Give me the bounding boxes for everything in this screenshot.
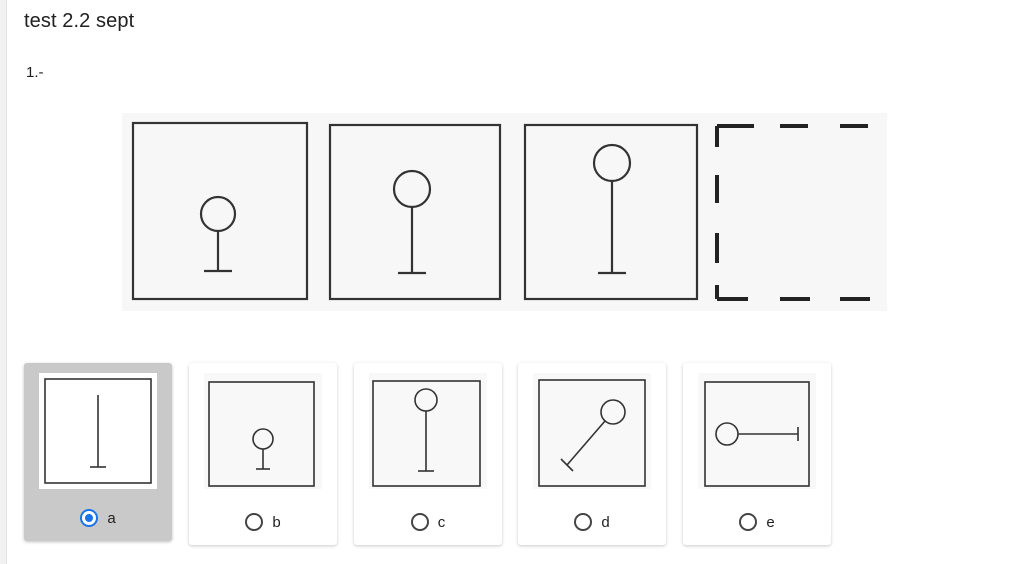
circle-long-stem-icon <box>372 380 481 487</box>
radio-button-e[interactable] <box>739 513 758 531</box>
option-b[interactable]: b <box>189 363 337 545</box>
test-title: test 2.2 sept <box>24 10 135 32</box>
radio-button-b[interactable] <box>245 513 264 531</box>
option-a[interactable]: a <box>24 363 172 541</box>
option-a-radio-row[interactable]: a <box>24 509 172 527</box>
radio-button-c[interactable] <box>410 513 429 531</box>
option-c-radio-row[interactable]: c <box>354 513 502 531</box>
option-c-image <box>369 373 487 489</box>
radio-button-a[interactable] <box>80 509 99 527</box>
option-d-radio-row[interactable]: d <box>518 513 666 531</box>
page: test 2.2 sept 1.- <box>6 0 1022 564</box>
option-e-radio-row[interactable]: e <box>683 513 831 531</box>
dashed-empty-box-icon <box>715 124 870 301</box>
stem-circle-short-icon <box>131 121 309 301</box>
option-e-image <box>698 373 816 489</box>
small-circle-stem-icon <box>208 381 315 487</box>
tilted-circle-stem-icon <box>538 379 646 487</box>
option-a-image <box>39 373 157 489</box>
option-d[interactable]: d <box>518 363 666 545</box>
option-label-e: e <box>766 513 775 531</box>
option-b-image <box>204 373 322 489</box>
stem-circle-medium-icon <box>328 123 502 301</box>
question-image <box>122 113 887 311</box>
horizontal-circle-stem-icon <box>704 381 810 487</box>
option-label-b: b <box>272 513 281 531</box>
sequence-figure <box>131 121 870 301</box>
vertical-line-icon <box>44 378 152 484</box>
option-label-a: a <box>107 509 116 527</box>
radio-button-d[interactable] <box>574 513 593 531</box>
option-d-image <box>533 373 651 489</box>
option-c[interactable]: c <box>354 363 502 545</box>
option-e[interactable]: e <box>683 363 831 545</box>
question-number: 1.- <box>26 64 44 81</box>
option-label-c: c <box>437 513 446 531</box>
option-b-radio-row[interactable]: b <box>189 513 337 531</box>
stem-circle-long-icon <box>523 123 699 301</box>
option-label-d: d <box>601 513 610 531</box>
